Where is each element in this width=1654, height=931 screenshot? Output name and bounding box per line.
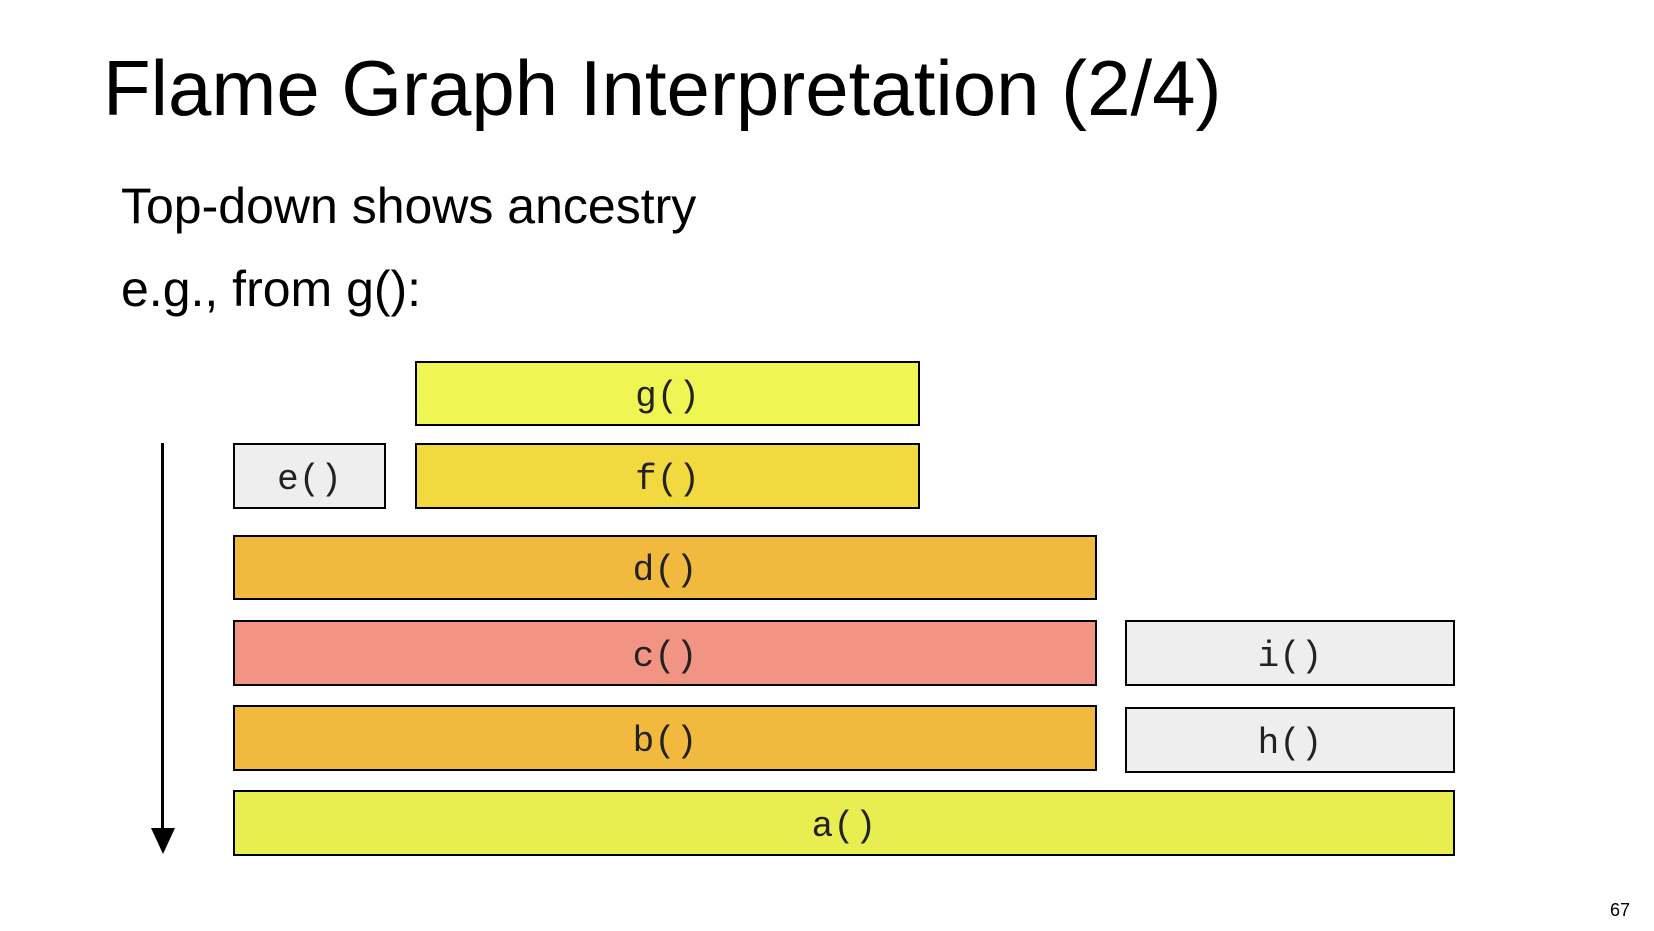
direction-arrow-shaft <box>161 443 164 833</box>
frame-c: c() <box>233 620 1097 686</box>
frame-e: e() <box>233 443 386 509</box>
down-arrow-icon <box>151 828 175 854</box>
slide-title: Flame Graph Interpretation (2/4) <box>103 44 1222 132</box>
bullet-top-down: Top-down shows ancestry <box>121 178 697 234</box>
bullet-example: e.g., from g(): <box>121 261 422 317</box>
frame-i: i() <box>1125 620 1455 686</box>
page-number: 67 <box>1610 900 1631 920</box>
frame-f: f() <box>415 443 920 509</box>
frame-b: b() <box>233 705 1097 771</box>
frame-h: h() <box>1125 707 1455 773</box>
frame-g: g() <box>415 361 920 426</box>
frame-a: a() <box>233 790 1455 856</box>
frame-d: d() <box>233 535 1097 600</box>
